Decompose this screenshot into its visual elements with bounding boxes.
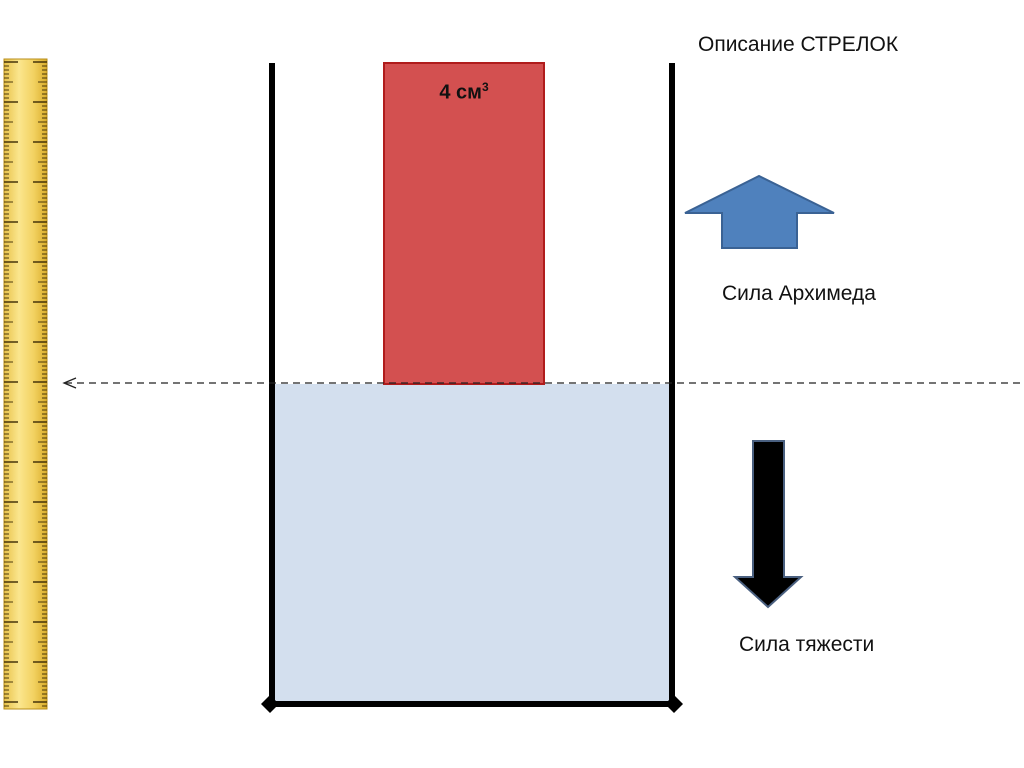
block-volume-label: 4 см3 <box>384 80 544 105</box>
ruler-body <box>3 58 48 710</box>
gravity-force-label: Сила тяжести <box>739 633 875 656</box>
water-level-arrowhead <box>62 377 77 389</box>
vessel-corner-left <box>261 695 279 713</box>
block <box>383 62 545 385</box>
arrows-description-title: Описание СТРЕЛОК <box>698 33 899 56</box>
archimedes-force-label: Сила Архимеда <box>722 282 876 305</box>
gravity-arrow <box>732 440 804 609</box>
block-volume-value: 4 см <box>439 81 482 104</box>
ruler <box>3 58 48 710</box>
vessel-corner-right <box>665 695 683 713</box>
archimedes-arrow <box>684 174 835 249</box>
vessel <box>261 63 683 713</box>
water-level-indicator <box>62 377 1020 389</box>
water <box>272 384 672 704</box>
block-volume-exponent: 3 <box>481 80 489 94</box>
ruler-ticks <box>4 61 47 707</box>
